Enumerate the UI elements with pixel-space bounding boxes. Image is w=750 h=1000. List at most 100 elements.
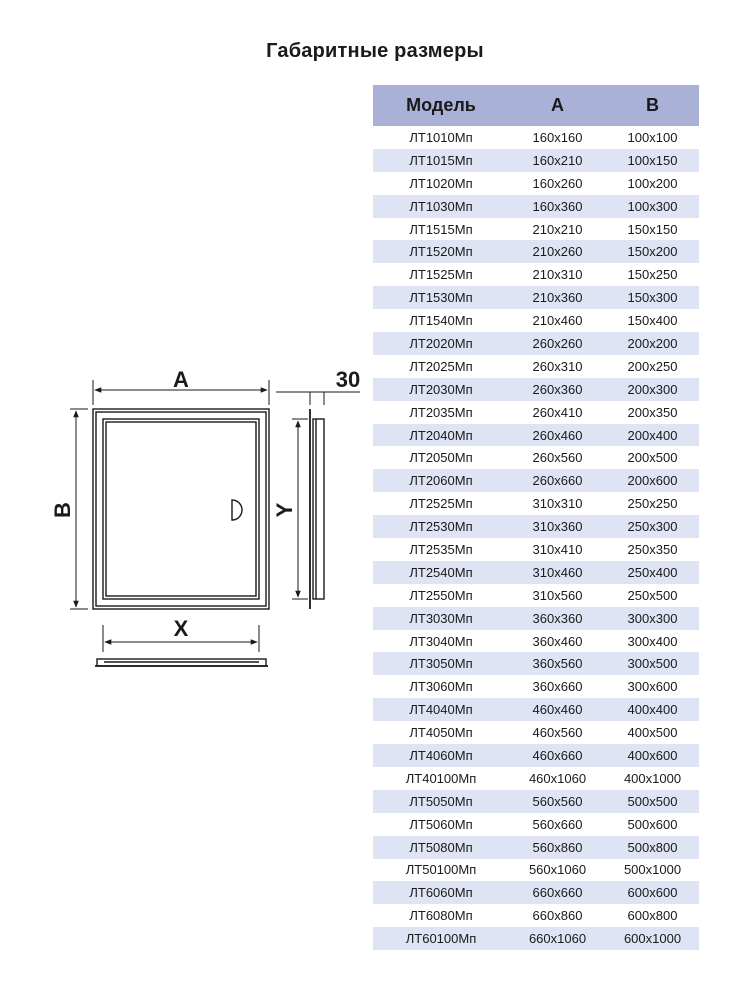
- size-b-cell: 150x250: [627, 267, 678, 283]
- table-row: ЛТ40100Мп 460x1060 400x1000: [373, 767, 699, 790]
- model-cell: ЛТ5080Мп: [373, 835, 509, 859]
- model-cell: ЛТ2040Мп: [373, 423, 509, 447]
- size-a-cell: 310x460: [509, 560, 606, 584]
- table-row: ЛТ2035Мп 260x410 200x350: [373, 401, 699, 424]
- size-b-cell: 100x100: [627, 129, 678, 145]
- header-model: Модель: [373, 85, 509, 126]
- hatch-dimension-drawing: A B X Y 30: [50, 367, 360, 667]
- size-a-cell: 460x660: [509, 744, 606, 767]
- hatch-door-inner-edge: [105, 421, 257, 597]
- size-a-cell: 460x1060: [528, 770, 587, 786]
- label-x: X: [174, 616, 189, 641]
- size-a-cell: 360x460: [532, 633, 583, 649]
- size-b-cell: 500x600: [627, 816, 678, 832]
- model-cell: ЛТ1520Мп: [373, 240, 509, 264]
- size-b-cell: 400x1000: [623, 770, 682, 786]
- model-cell: ЛТ6060Мп: [373, 881, 509, 905]
- size-a-cell: 460x460: [509, 698, 606, 722]
- size-b-cell: 500x1000: [623, 862, 682, 878]
- size-b-cell: 200x600: [606, 469, 699, 493]
- model-cell: ЛТ4050Мп: [409, 725, 473, 741]
- model-cell: ЛТ3030Мп: [373, 606, 509, 630]
- model-cell: ЛТ2060Мп: [373, 469, 509, 493]
- size-b-cell: 100x200: [627, 175, 678, 191]
- model-cell: ЛТ2525Мп: [409, 496, 473, 512]
- size-b-cell: 300x400: [627, 633, 678, 649]
- model-cell: ЛТ2030Мп: [373, 377, 509, 401]
- size-b-cell: 200x200: [606, 332, 699, 355]
- size-b-cell: 600x800: [627, 908, 678, 924]
- size-b-cell: 600x1000: [606, 927, 699, 951]
- table-header-row: Модель A B: [373, 85, 699, 126]
- model-cell: ЛТ3040Мп: [409, 633, 473, 649]
- size-b-cell: 200x500: [627, 450, 678, 466]
- size-b-cell: 500x800: [606, 835, 699, 859]
- size-a-cell: 260x410: [532, 404, 583, 420]
- size-a-cell: 260x460: [509, 423, 606, 447]
- size-a-cell: 260x310: [532, 358, 583, 374]
- model-cell: ЛТ5060Мп: [409, 816, 473, 832]
- model-cell: ЛТ6080Мп: [409, 908, 473, 924]
- size-b-cell: 600x600: [606, 881, 699, 905]
- model-cell: ЛТ1530Мп: [373, 286, 509, 310]
- size-a-cell: 160x210: [509, 148, 606, 172]
- model-cell: ЛТ2035Мп: [409, 404, 473, 420]
- header-a: A: [509, 85, 606, 126]
- model-cell: ЛТ1540Мп: [409, 313, 473, 329]
- size-b-cell: 150x150: [627, 221, 678, 237]
- model-cell: ЛТ5050Мп: [373, 789, 509, 813]
- size-a-cell: 210x210: [532, 221, 583, 237]
- size-a-cell: 310x310: [532, 496, 583, 512]
- size-a-cell: 560x1060: [528, 862, 587, 878]
- size-b-cell: 200x400: [606, 423, 699, 447]
- size-a-cell: 210x360: [509, 286, 606, 310]
- model-cell: ЛТ2025Мп: [409, 358, 473, 374]
- page-title: Габаритные размеры: [266, 40, 484, 62]
- size-b-cell: 150x300: [606, 286, 699, 310]
- size-a-cell: 660x1060: [509, 927, 606, 951]
- size-b-cell: 200x350: [627, 404, 678, 420]
- size-b-cell: 300x500: [606, 652, 699, 676]
- label-y: Y: [272, 502, 297, 517]
- model-cell: ЛТ4040Мп: [373, 698, 509, 722]
- size-a-cell: 210x310: [532, 267, 583, 283]
- size-b-cell: 250x300: [606, 515, 699, 539]
- size-a-cell: 210x460: [532, 313, 583, 329]
- size-a-cell: 560x860: [509, 835, 606, 859]
- model-cell: ЛТ2550Мп: [409, 587, 473, 603]
- size-a-cell: 360x560: [509, 652, 606, 676]
- hatch-door-panel: [102, 418, 260, 600]
- model-cell: ЛТ2020Мп: [373, 332, 509, 355]
- size-a-cell: 310x560: [532, 587, 583, 603]
- size-b-cell: 300x600: [627, 679, 678, 695]
- size-a-cell: 260x260: [509, 332, 606, 355]
- label-a: A: [173, 367, 189, 392]
- model-cell: ЛТ40100Мп: [405, 770, 477, 786]
- model-cell: ЛТ3060Мп: [409, 679, 473, 695]
- label-b: B: [50, 502, 75, 518]
